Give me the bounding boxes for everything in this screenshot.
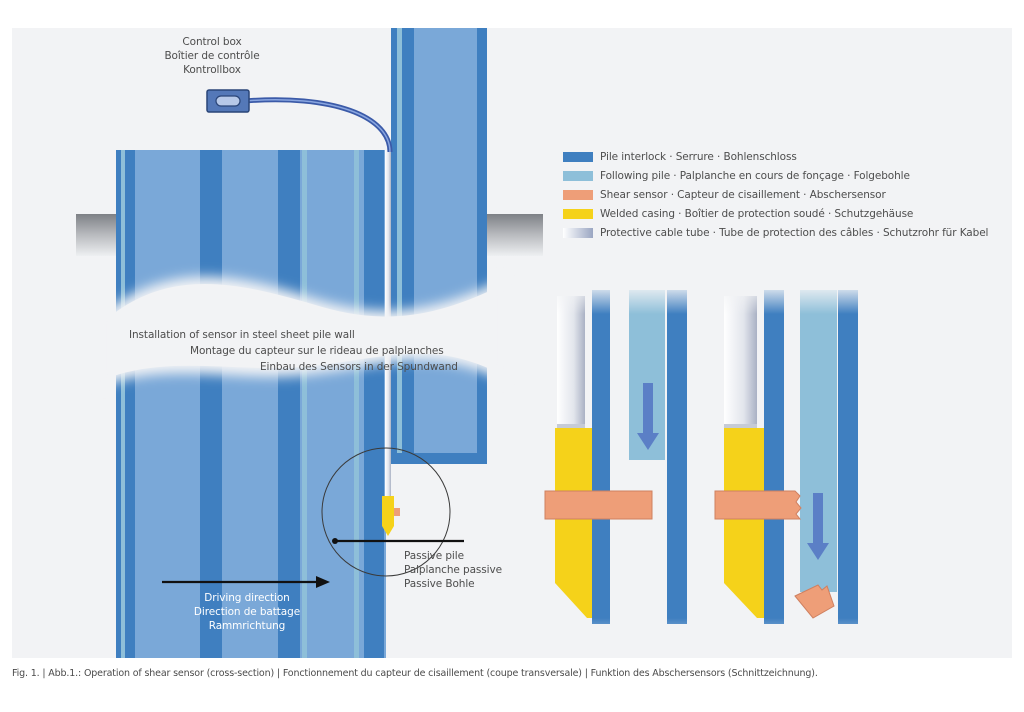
legend-label-cable-tube: Protective cable tube · Tube de protecti… bbox=[600, 227, 989, 239]
ground-bar-right bbox=[487, 214, 543, 256]
legend-label-interlock: Pile interlock · Serrure · Bohlenschloss bbox=[600, 151, 797, 163]
figure-caption: Fig. 1. | Abb.1.: Operation of shear sen… bbox=[12, 668, 818, 679]
control-box-label-fr: Boîtier de contrôle bbox=[164, 50, 260, 62]
installation-label-fr: Montage du capteur sur le rideau de palp… bbox=[190, 345, 444, 357]
detail-circle bbox=[321, 447, 451, 577]
passive-pile-label: Passive pile Palplanche passive Passive … bbox=[404, 549, 502, 591]
sensor-small bbox=[394, 508, 400, 516]
legend-swatch-cable-tube bbox=[563, 228, 593, 238]
driving-direction-label-en: Driving direction bbox=[204, 592, 290, 604]
detail-b bbox=[714, 290, 858, 624]
control-box-label: Control box Boîtier de contrôle Kontroll… bbox=[152, 35, 272, 77]
driving-direction-label-fr: Direction de battage bbox=[193, 606, 301, 618]
legend-label-shear-sensor: Shear sensor · Capteur de cisaillement ·… bbox=[600, 189, 886, 201]
legend-swatch-shear-sensor bbox=[563, 190, 593, 200]
arrow-down-a bbox=[637, 383, 659, 450]
detail-a bbox=[544, 290, 687, 624]
passive-pointer-dot bbox=[332, 538, 338, 544]
installation-label-de: Einbau des Sensors in der Spundwand bbox=[260, 361, 458, 373]
casing-small bbox=[382, 496, 394, 526]
legend-item-cable-tube: Protective cable tube · Tube de protecti… bbox=[563, 226, 988, 240]
legend-label-following-pile: Following pile · Palplanche en cours de … bbox=[600, 170, 910, 182]
control-box bbox=[206, 89, 250, 113]
passive-pile-label-en: Passive pile bbox=[404, 550, 464, 562]
legend-item-welded-casing: Welded casing · Boîtier de protection so… bbox=[563, 207, 913, 221]
following-pile bbox=[391, 28, 487, 464]
passive-pile-label-fr: Palplanche passive bbox=[404, 564, 502, 576]
figure: Control box Boîtier de contrôle Kontroll… bbox=[12, 28, 1012, 658]
legend-item-following-pile: Following pile · Palplanche en cours de … bbox=[563, 169, 910, 183]
driving-direction-label-de: Rammrichtung bbox=[208, 620, 286, 632]
installation-label-en: Installation of sensor in steel sheet pi… bbox=[129, 329, 355, 341]
passive-pile-label-de: Passive Bohle bbox=[404, 578, 475, 590]
driving-direction-arrow bbox=[162, 576, 330, 588]
ground-bar-left bbox=[76, 214, 122, 256]
driving-direction-label: Driving direction Direction de battage R… bbox=[182, 591, 312, 633]
legend-swatch-interlock bbox=[563, 152, 593, 162]
legend-item-interlock: Pile interlock · Serrure · Bohlenschloss bbox=[563, 150, 797, 164]
control-box-label-en: Control box bbox=[182, 36, 242, 48]
legend-swatch-welded-casing bbox=[563, 209, 593, 219]
control-box-cable bbox=[243, 97, 393, 153]
legend-swatch-following-pile bbox=[563, 171, 593, 181]
arrow-down-b bbox=[807, 493, 829, 560]
shear-sensor-diagram bbox=[76, 28, 872, 658]
legend-item-shear-sensor: Shear sensor · Capteur de cisaillement ·… bbox=[563, 188, 886, 202]
control-box-label-de: Kontrollbox bbox=[183, 64, 241, 76]
legend-label-welded-casing: Welded casing · Boîtier de protection so… bbox=[600, 208, 914, 220]
